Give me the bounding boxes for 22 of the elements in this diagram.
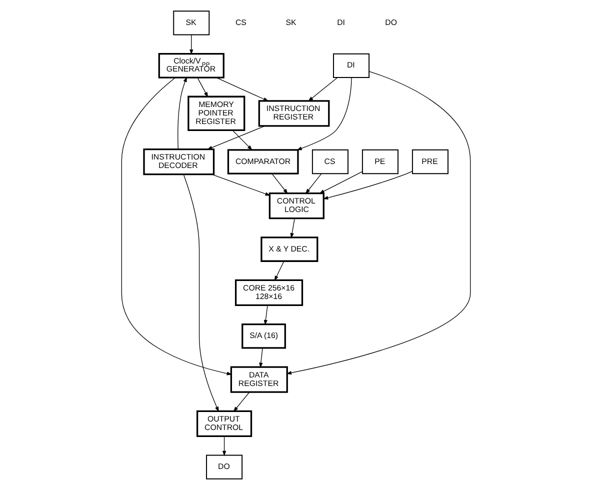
arrow bbox=[197, 77, 208, 98]
arrow bbox=[322, 171, 413, 200]
arrow bbox=[121, 77, 232, 376]
arrow bbox=[259, 348, 263, 368]
arrow bbox=[290, 218, 295, 238]
arrow bbox=[211, 174, 271, 196]
arrow bbox=[232, 130, 252, 150]
arrow bbox=[264, 305, 268, 326]
arrow bbox=[216, 77, 269, 102]
arrow bbox=[296, 77, 352, 150]
arrow bbox=[190, 34, 194, 55]
arrow bbox=[272, 173, 288, 194]
arrow bbox=[286, 71, 471, 375]
arrow bbox=[183, 174, 219, 412]
arrow bbox=[233, 392, 250, 412]
arrow bbox=[308, 77, 338, 102]
arrow bbox=[178, 76, 187, 150]
arrow bbox=[274, 260, 284, 282]
arrow bbox=[305, 173, 322, 194]
arrow bbox=[319, 171, 363, 194]
arrow bbox=[207, 126, 266, 150]
arrow bbox=[222, 436, 226, 456]
